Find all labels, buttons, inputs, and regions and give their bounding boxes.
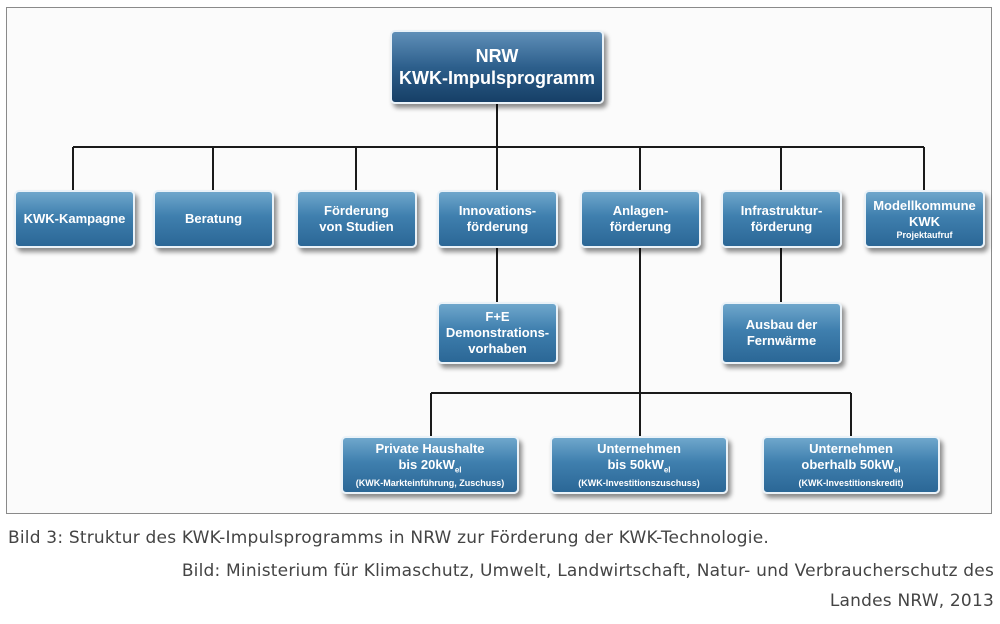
- node-label-line1: Modellkommune: [873, 197, 976, 213]
- node-label-line2: bis 50kWel: [607, 457, 670, 479]
- node-power-subscript: el: [893, 465, 901, 475]
- node-power-value: bis 50kW: [607, 456, 664, 472]
- node-label-line2: von Studien: [319, 219, 394, 234]
- node-label-line3: Projektaufruf: [896, 229, 953, 240]
- node-anlagenfoerderung: Anlagen- förderung: [580, 190, 701, 248]
- node-unternehmen-oberhalb-50: Unternehmen oberhalb 50kWel (KWK-Investi…: [762, 436, 940, 494]
- node-label-note: (KWK-Investitionszuschuss): [578, 478, 700, 489]
- figure-credit-line1: Bild: Ministerium für Klimaschutz, Umwel…: [181, 561, 994, 581]
- node-label: KWK-Kampagne: [23, 211, 126, 226]
- node-label-line3: vorhaben: [468, 341, 527, 356]
- node-power-value: bis 20kW: [398, 456, 455, 472]
- node-label-note: (KWK-Markteinführung, Zuschuss): [355, 478, 505, 489]
- node-fe-demonstrationsvorhaben: F+E Demonstrations- vorhaben: [437, 302, 558, 364]
- node-label-line2: KWK: [908, 213, 941, 229]
- node-label-line2: bis 20kWel: [398, 457, 461, 479]
- node-label-note: (KWK-Investitionskredit): [798, 478, 904, 489]
- node-innovationsfoerderung: Innovations- förderung: [437, 190, 558, 248]
- node-label-line1: Unternehmen: [597, 440, 681, 456]
- node-label-line2: oberhalb 50kWel: [801, 457, 900, 479]
- node-ausbau-fernwaerme: Ausbau der Fernwärme: [721, 302, 842, 364]
- node-label-line1: Anlagen-: [612, 203, 669, 218]
- node-power-subscript: el: [454, 465, 462, 475]
- node-label-line2: Demonstrations-: [445, 325, 550, 340]
- node-label-line1: Ausbau der: [745, 317, 818, 332]
- root-node: NRW KWK-Impulsprogramm: [390, 30, 604, 104]
- figure-caption: Bild 3: Struktur des KWK-Impulsprogramms…: [8, 528, 769, 548]
- root-line2: KWK-Impulsprogramm: [398, 68, 595, 88]
- node-label-line1: Infrastruktur-: [740, 203, 823, 218]
- node-studien: Förderung von Studien: [296, 190, 417, 248]
- node-kwk-kampagne: KWK-Kampagne: [14, 190, 135, 248]
- node-label-line2: förderung: [750, 219, 813, 234]
- node-power-subscript: el: [663, 465, 671, 475]
- node-beratung: Beratung: [153, 190, 274, 248]
- node-label-line1: Innovations-: [458, 203, 537, 218]
- node-label-line2: förderung: [609, 219, 672, 234]
- node-label-line2: förderung: [466, 219, 529, 234]
- node-infrastrukturfoerderung: Infrastruktur- förderung: [721, 190, 842, 248]
- node-modellkommune: Modellkommune KWK Projektaufruf: [864, 190, 985, 248]
- node-private-haushalte: Private Haushalte bis 20kWel (KWK-Markte…: [341, 436, 519, 494]
- figure-credit-line2: Landes NRW, 2013: [829, 591, 994, 611]
- node-label: Beratung: [184, 211, 243, 226]
- node-power-value: oberhalb 50kW: [801, 456, 894, 472]
- node-label-line2: Fernwärme: [746, 333, 817, 348]
- root-line1: NRW: [475, 46, 519, 66]
- node-unternehmen-bis-50: Unternehmen bis 50kWel (KWK-Investitions…: [550, 436, 728, 494]
- node-label-line1: Förderung: [324, 203, 389, 218]
- node-label-line1: F+E: [485, 309, 510, 324]
- node-label-line1: Private Haushalte: [375, 440, 485, 456]
- node-label-line1: Unternehmen: [809, 440, 893, 456]
